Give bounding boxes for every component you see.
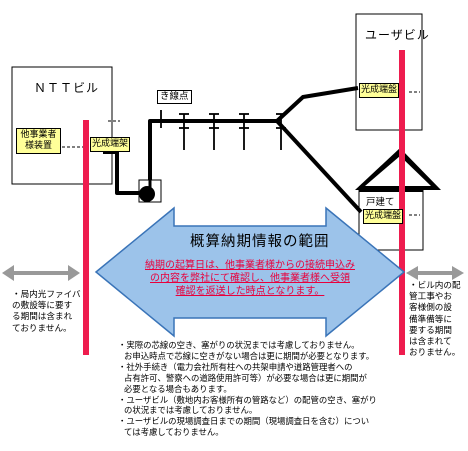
left-note-line: ておりません。	[12, 323, 72, 334]
other-carrier-line2: 様装置	[24, 141, 52, 151]
left-note-line: ・局内光ファイバ	[12, 290, 81, 300]
left-range-arrow	[2, 265, 80, 281]
fiber-cable-route	[103, 86, 359, 195]
right-range-arrow	[406, 266, 464, 280]
right-note-line: 要する期間	[409, 325, 452, 336]
bottom-note-line: ・ユーザビルの現場調査日までの期間（現場調査日を含む）につい	[118, 416, 370, 427]
bottom-note-line: お申込時点で芯線に空きがない場合は更に期間が必要となります。	[124, 350, 375, 361]
bottom-note-line: 占有許可、警察への道路使用許可等）が必要な場合は更に期間が	[124, 372, 367, 383]
user-building-label: ユーザビル	[365, 28, 430, 42]
boundary-line-user	[399, 50, 405, 355]
range-note-line3: 確認を返送した時点となります。	[175, 286, 325, 297]
bottom-note-line: ・実際の芯線の空き、塞がりの状況までは考慮しておりません。	[118, 340, 360, 350]
right-note-line: ・ビル内の配	[409, 281, 461, 291]
range-note: 納期の起算日は、他事業者様からの接続申込み の内容を弊社にて確認し、他事業者様へ…	[118, 259, 382, 298]
bottom-note-line: 必要となる場合もあります。	[124, 383, 232, 394]
utility-poles	[160, 110, 286, 150]
right-note-line: おりません。	[409, 348, 461, 359]
bottom-note-line: ・ユーザビル（敷地内お客様所有の管路など）の配管の空き、塞がり	[118, 394, 377, 405]
bottom-note-line: ・社外手続き（電力会社所有柱への共架申請や道路管理者への	[118, 361, 353, 372]
house-label: 戸建て	[366, 197, 395, 208]
fiber-cable-to-house	[275, 119, 363, 214]
bottom-note-line: の状況までは考慮しておりません。	[124, 405, 258, 416]
ntt-building-box	[11, 66, 113, 185]
right-note-line: 管工事やお	[409, 292, 452, 303]
boundary-line-ntt	[83, 120, 89, 355]
left-note: ・局内光ファイバ の敷設等に要す る期間は含まれ ておりません。	[12, 290, 81, 335]
right-note-line: 備準備等に	[409, 314, 452, 325]
range-arrow	[94, 206, 406, 338]
right-note: ・ビル内の配 管工事やお 客様側の設 備準備等に 要する期間 は含まれて おりま…	[409, 281, 461, 359]
range-note-line1: 納期の起算日は、他事業者様からの接続申込み	[145, 260, 355, 271]
pole-point-label: き線点	[157, 90, 192, 104]
left-note-line: る期間は含まれ	[12, 312, 73, 323]
range-note-line2: の内容を弊社にて確認し、他事業者様へ受領	[150, 273, 350, 284]
right-note-line: は含まれて	[409, 337, 452, 348]
bottom-notes: ・実際の芯線の空き、塞がりの状況までは考慮しておりません。 お申込時点で芯線に空…	[118, 340, 377, 438]
user-fiber-patch-label: 光成端盤	[359, 83, 400, 98]
user-building-box	[355, 13, 423, 131]
ntt-building-label: ＮＴＴビル	[34, 81, 100, 95]
house-fiber-patch-label: 光成端盤	[363, 209, 404, 224]
range-title: 概算納期情報の範囲	[190, 234, 330, 250]
ntt-fiber-patch-label: 光成端架	[90, 137, 131, 152]
right-note-line: 客様側の設	[409, 303, 452, 314]
other-carrier-equipment-label: 他事業者 様装置	[16, 128, 61, 154]
left-note-line: の敷設等に要す	[12, 301, 73, 312]
other-carrier-line1: 他事業者	[20, 130, 57, 140]
bottom-note-line: ては考慮しておりません。	[124, 427, 224, 438]
